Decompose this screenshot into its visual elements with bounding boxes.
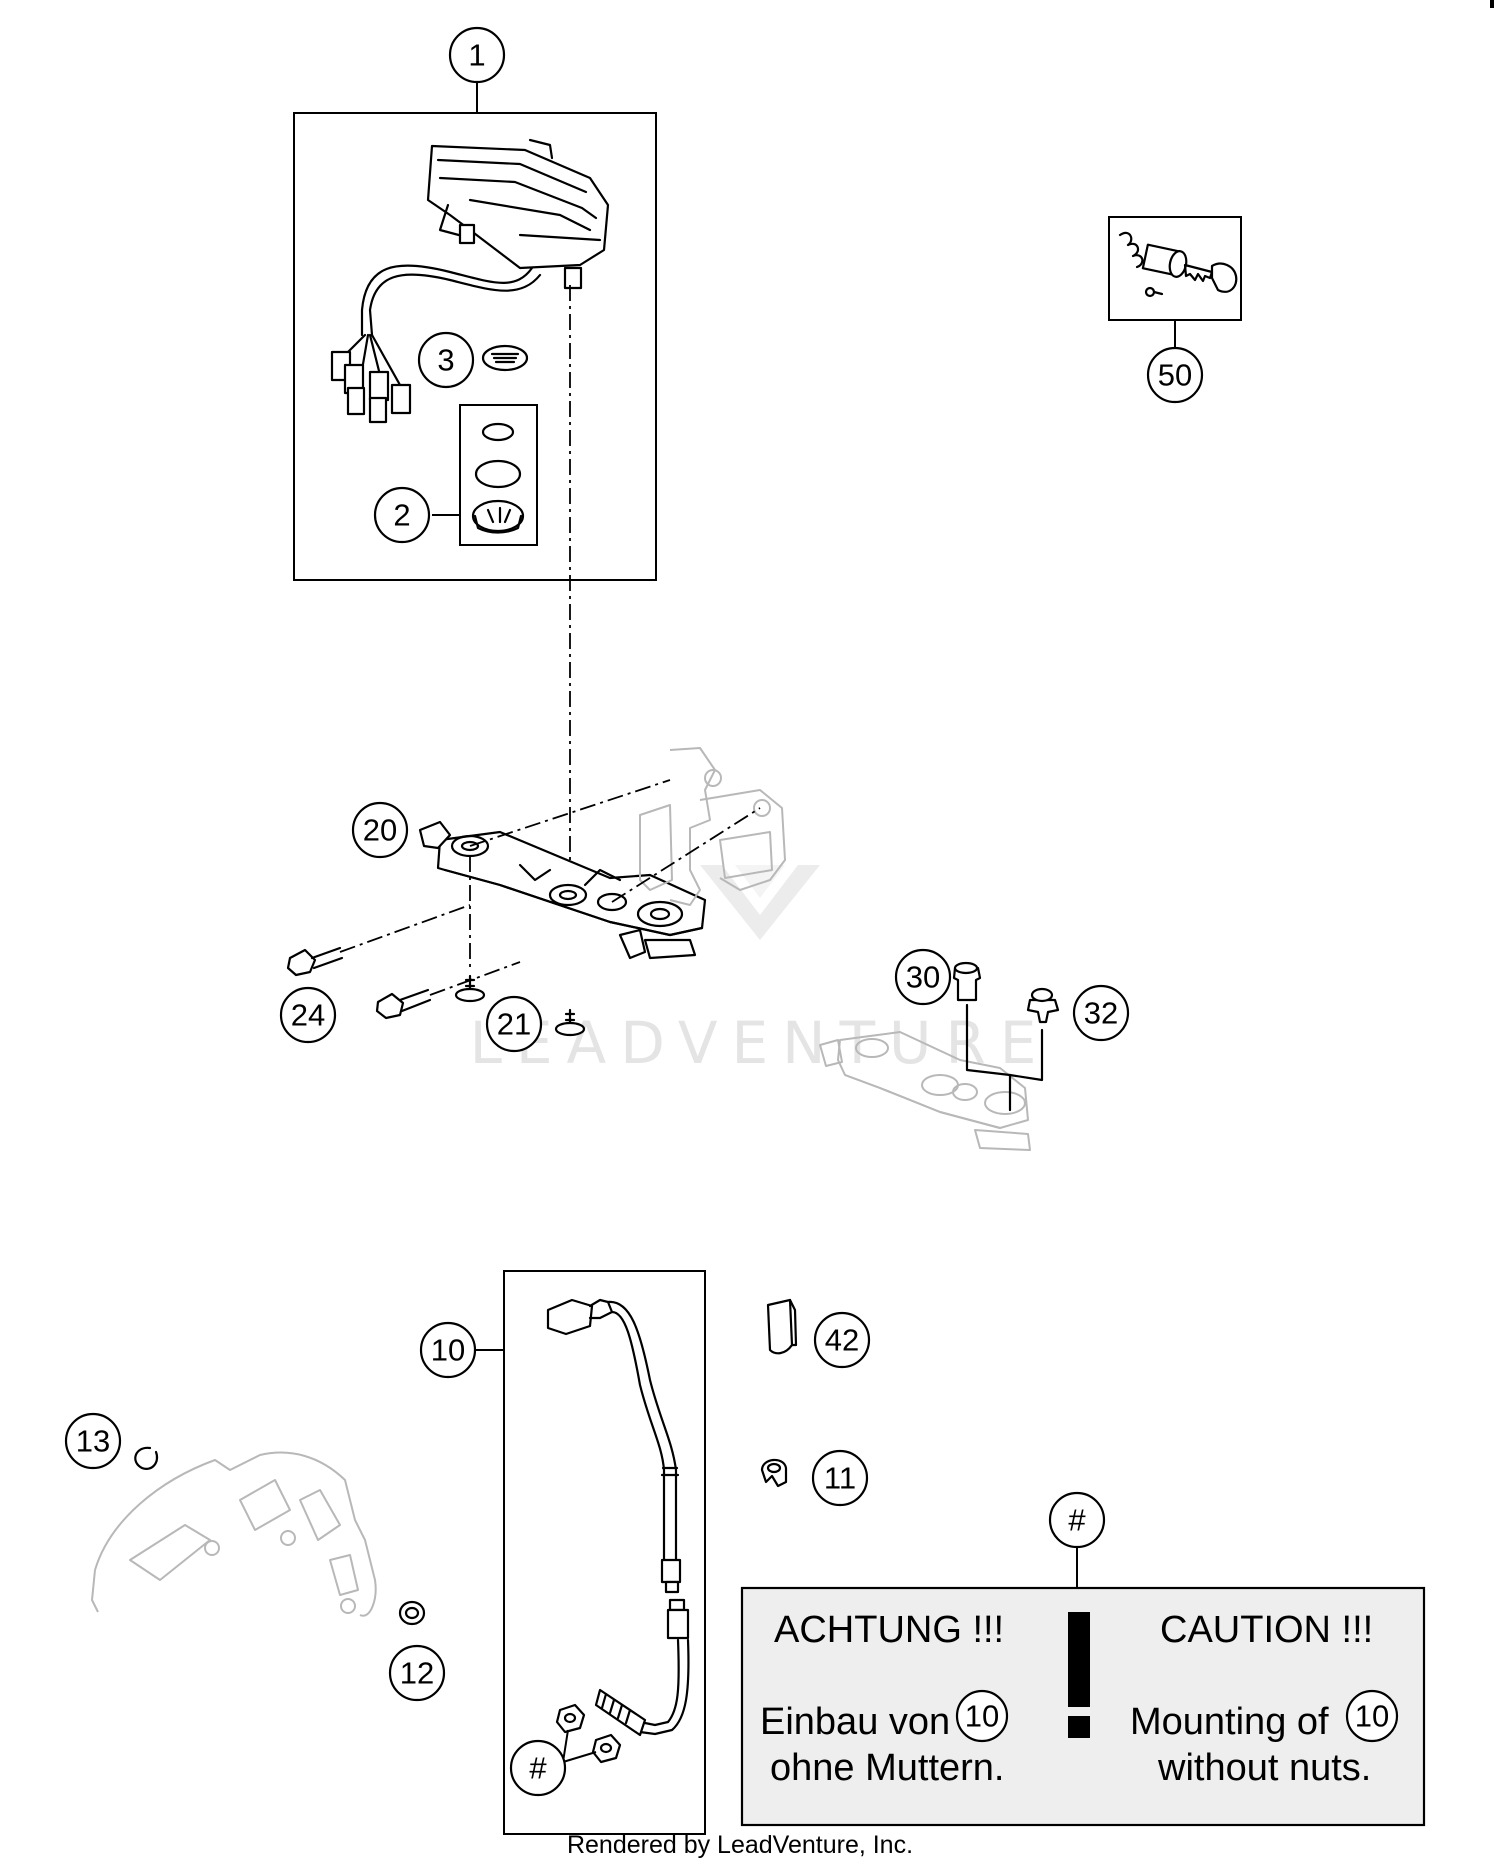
bolt-part-24a xyxy=(286,946,344,977)
dashboard-display-part xyxy=(426,138,610,290)
plug-part-32 xyxy=(1026,987,1060,1024)
callout-13[interactable]: 13 xyxy=(64,1412,122,1470)
callout-label: 10 xyxy=(431,1333,465,1368)
callout-label: 2 xyxy=(393,498,410,533)
cable-clip-part-11 xyxy=(760,1458,788,1488)
callout-32[interactable]: 32 xyxy=(1072,984,1130,1042)
callout-42[interactable]: 42 xyxy=(813,1311,871,1369)
screw-part-21a xyxy=(454,974,486,1003)
handlebar-clamp-ghost xyxy=(639,747,786,906)
kit-frame-item-2 xyxy=(459,404,538,546)
callout-3[interactable]: 3 xyxy=(417,331,475,389)
warning-line1-en: Mounting of xyxy=(1130,1701,1329,1743)
warning-exclamation-dot xyxy=(1068,1716,1090,1738)
callout-label: 11 xyxy=(824,1461,856,1496)
callout-label: 50 xyxy=(1158,358,1192,393)
warning-ref-en: 10 xyxy=(1355,1699,1389,1734)
callout-20[interactable]: 20 xyxy=(351,801,409,859)
callout-label: 13 xyxy=(76,1424,110,1459)
pin-part-30 xyxy=(952,961,982,1002)
callout-label: 20 xyxy=(363,813,397,848)
callout-label: 1 xyxy=(468,38,485,73)
warning-panel: ACHTUNG !!! CAUTION !!! Einbau von ohne … xyxy=(740,1545,1426,1827)
dashboard-wire-harness xyxy=(330,264,542,424)
callout-label: 32 xyxy=(1084,996,1118,1031)
callout-11[interactable]: 11 xyxy=(811,1449,869,1507)
speed-sensor-cable-part xyxy=(546,1298,690,1737)
warning-title-de: ACHTUNG !!! xyxy=(774,1609,1004,1651)
callout-24[interactable]: 24 xyxy=(279,986,337,1044)
seal-kit-part xyxy=(471,422,525,534)
callout-hash-nuts[interactable]: # xyxy=(509,1739,567,1797)
callout-1[interactable]: 1 xyxy=(448,26,506,84)
clip-part-42 xyxy=(766,1298,798,1355)
callout-label: 30 xyxy=(906,960,940,995)
callout-30[interactable]: 30 xyxy=(894,948,952,1006)
warning-line2-en: without nuts. xyxy=(1157,1747,1371,1789)
callout-label: 12 xyxy=(400,1656,434,1691)
handlebar-bracket-part xyxy=(418,820,707,960)
warning-title-en: CAUTION !!! xyxy=(1160,1609,1373,1651)
cover-cap-part xyxy=(481,344,529,372)
callout-21[interactable]: 21 xyxy=(485,995,543,1053)
callout-12[interactable]: 12 xyxy=(388,1644,446,1702)
bracket-alt-part xyxy=(819,1031,1031,1151)
callout-label: 24 xyxy=(291,998,325,1033)
warning-exclamation-bar xyxy=(1068,1612,1090,1707)
warning-line1-de: Einbau von xyxy=(760,1701,950,1743)
spacer-part-12 xyxy=(398,1600,426,1626)
callout-10[interactable]: 10 xyxy=(419,1321,477,1379)
callout-2[interactable]: 2 xyxy=(373,486,431,544)
callout-hash-warning[interactable]: # xyxy=(1048,1491,1106,1549)
warning-ref-circle-de xyxy=(955,1689,1009,1743)
warning-ref-de: 10 xyxy=(965,1699,999,1734)
watermark-logo: LEADVENTURE xyxy=(470,865,1051,1077)
brake-disc-ghost xyxy=(91,1451,377,1617)
watermark-text: LEADVENTURE xyxy=(470,1009,1051,1077)
kit-frame-item-1 xyxy=(293,112,657,581)
callout-label: # xyxy=(529,1751,547,1786)
lock-cylinder-part xyxy=(1118,231,1238,298)
callout-label: # xyxy=(1068,1503,1086,1538)
nut-part-a xyxy=(555,1703,586,1734)
bolt-part-24b xyxy=(375,988,432,1020)
footer-credit: Rendered by LeadVenture, Inc. xyxy=(567,1831,913,1859)
screw-part-21b xyxy=(554,1008,586,1037)
warning-line2-de: ohne Muttern. xyxy=(770,1747,1004,1789)
nut-part-b xyxy=(591,1733,622,1764)
callout-label: 42 xyxy=(825,1323,859,1358)
warning-ref-circle-en xyxy=(1345,1689,1399,1743)
callout-label: 3 xyxy=(437,343,454,378)
kit-frame-item-10 xyxy=(503,1270,706,1835)
callout-label: 21 xyxy=(497,1007,531,1042)
callout-50[interactable]: 50 xyxy=(1146,346,1204,404)
circlip-part-13 xyxy=(134,1446,159,1470)
